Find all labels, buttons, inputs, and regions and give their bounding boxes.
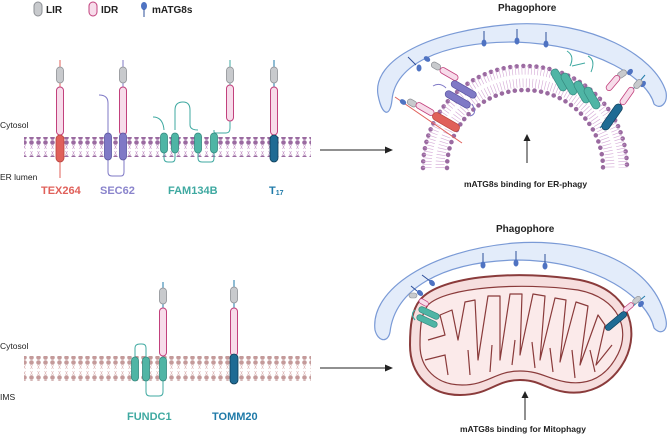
fam134b-protein [152, 60, 234, 163]
idr-domain [270, 86, 278, 136]
label-tex264: TEX264 [41, 185, 82, 197]
er-phagophore [377, 23, 667, 113]
er-lumen-label: ER lumen [0, 172, 38, 182]
mito-ims-label: IMS [0, 392, 15, 402]
mito-phagophore [374, 241, 667, 341]
idr-domain [119, 86, 127, 136]
lir-domain [119, 66, 127, 84]
er-binding-arrow [523, 134, 531, 163]
lir-domain [226, 66, 234, 84]
idr-domain [159, 307, 167, 357]
legend: LIR IDR mATG8s [33, 1, 193, 17]
mito-cytosol-label: Cytosol [0, 341, 28, 351]
legend-label-idr: IDR [101, 5, 119, 16]
er-phagophore-label: Phagophore [498, 3, 557, 14]
transmembrane-domain [55, 134, 65, 163]
transmembrane-domain [119, 132, 127, 161]
er-process-arrow [320, 146, 393, 154]
er-membrane-curved [420, 63, 630, 171]
transmembrane-domain [131, 356, 139, 382]
mito-binding-arrow [521, 391, 529, 420]
transmembrane-domain [210, 132, 218, 154]
t17-protein [269, 60, 279, 163]
idr-domain [56, 86, 64, 136]
mito-phagophore-label: Phagophore [496, 224, 555, 235]
legend-label-matg8s: mATG8s [152, 5, 193, 16]
matg8s-icon [141, 2, 147, 17]
label-fundc1: FUNDC1 [127, 411, 172, 423]
mito-membrane-flat [24, 356, 311, 381]
label-fam134b: FAM134B [168, 185, 218, 197]
lir-icon [33, 1, 43, 17]
matg8s-group-er [407, 29, 549, 72]
fam134b-bound [550, 50, 601, 110]
matg8s-icon [481, 31, 487, 47]
lir-domain [270, 66, 278, 84]
label-t17-main: T [269, 185, 276, 197]
matg8s-icon [480, 253, 486, 269]
matg8s-group-mito [421, 251, 548, 287]
idr-domain [230, 307, 238, 357]
matg8s-icon [407, 56, 422, 72]
label-tomm20: TOMM20 [212, 411, 258, 423]
tex264-bound [394, 96, 463, 144]
er-cytosol-label: Cytosol [0, 120, 28, 130]
matg8s-icon [543, 32, 549, 48]
fundc1-bound [408, 285, 440, 328]
fundc1-protein [131, 282, 167, 397]
transmembrane-domain [159, 356, 167, 382]
lir-domain [159, 287, 167, 305]
transmembrane-domain [160, 132, 168, 154]
tex264-protein [55, 60, 65, 178]
idr-domain [226, 84, 234, 122]
lir-domain [230, 286, 238, 304]
transmembrane-domain [142, 356, 150, 382]
transmembrane-domain [171, 132, 179, 154]
sec62-bound [423, 56, 477, 117]
mito-caption: mATG8s binding for Mitophagy [460, 424, 586, 434]
sec62-protein [98, 60, 127, 177]
lir-domain [56, 66, 64, 84]
label-t17-subscript: 17 [276, 190, 284, 197]
transmembrane-domain [269, 134, 279, 163]
idr-icon [88, 1, 98, 17]
transmembrane-domain [229, 353, 239, 385]
matg8s-icon [513, 251, 519, 267]
t17-bound [599, 68, 646, 131]
tomm20-bound [604, 295, 646, 331]
label-t17: T17 [269, 185, 284, 197]
matg8s-icon [542, 254, 548, 270]
er-caption: mATG8s binding for ER-phagy [464, 179, 587, 189]
matg8s-icon [514, 29, 520, 45]
label-sec62: SEC62 [100, 185, 135, 197]
tomm20-protein [229, 280, 239, 385]
transmembrane-domain [194, 132, 202, 154]
mitochondrion [408, 274, 633, 397]
matg8s-icon [421, 274, 435, 287]
mito-process-arrow [320, 364, 393, 372]
legend-label-lir: LIR [46, 5, 63, 16]
transmembrane-domain [104, 132, 112, 161]
